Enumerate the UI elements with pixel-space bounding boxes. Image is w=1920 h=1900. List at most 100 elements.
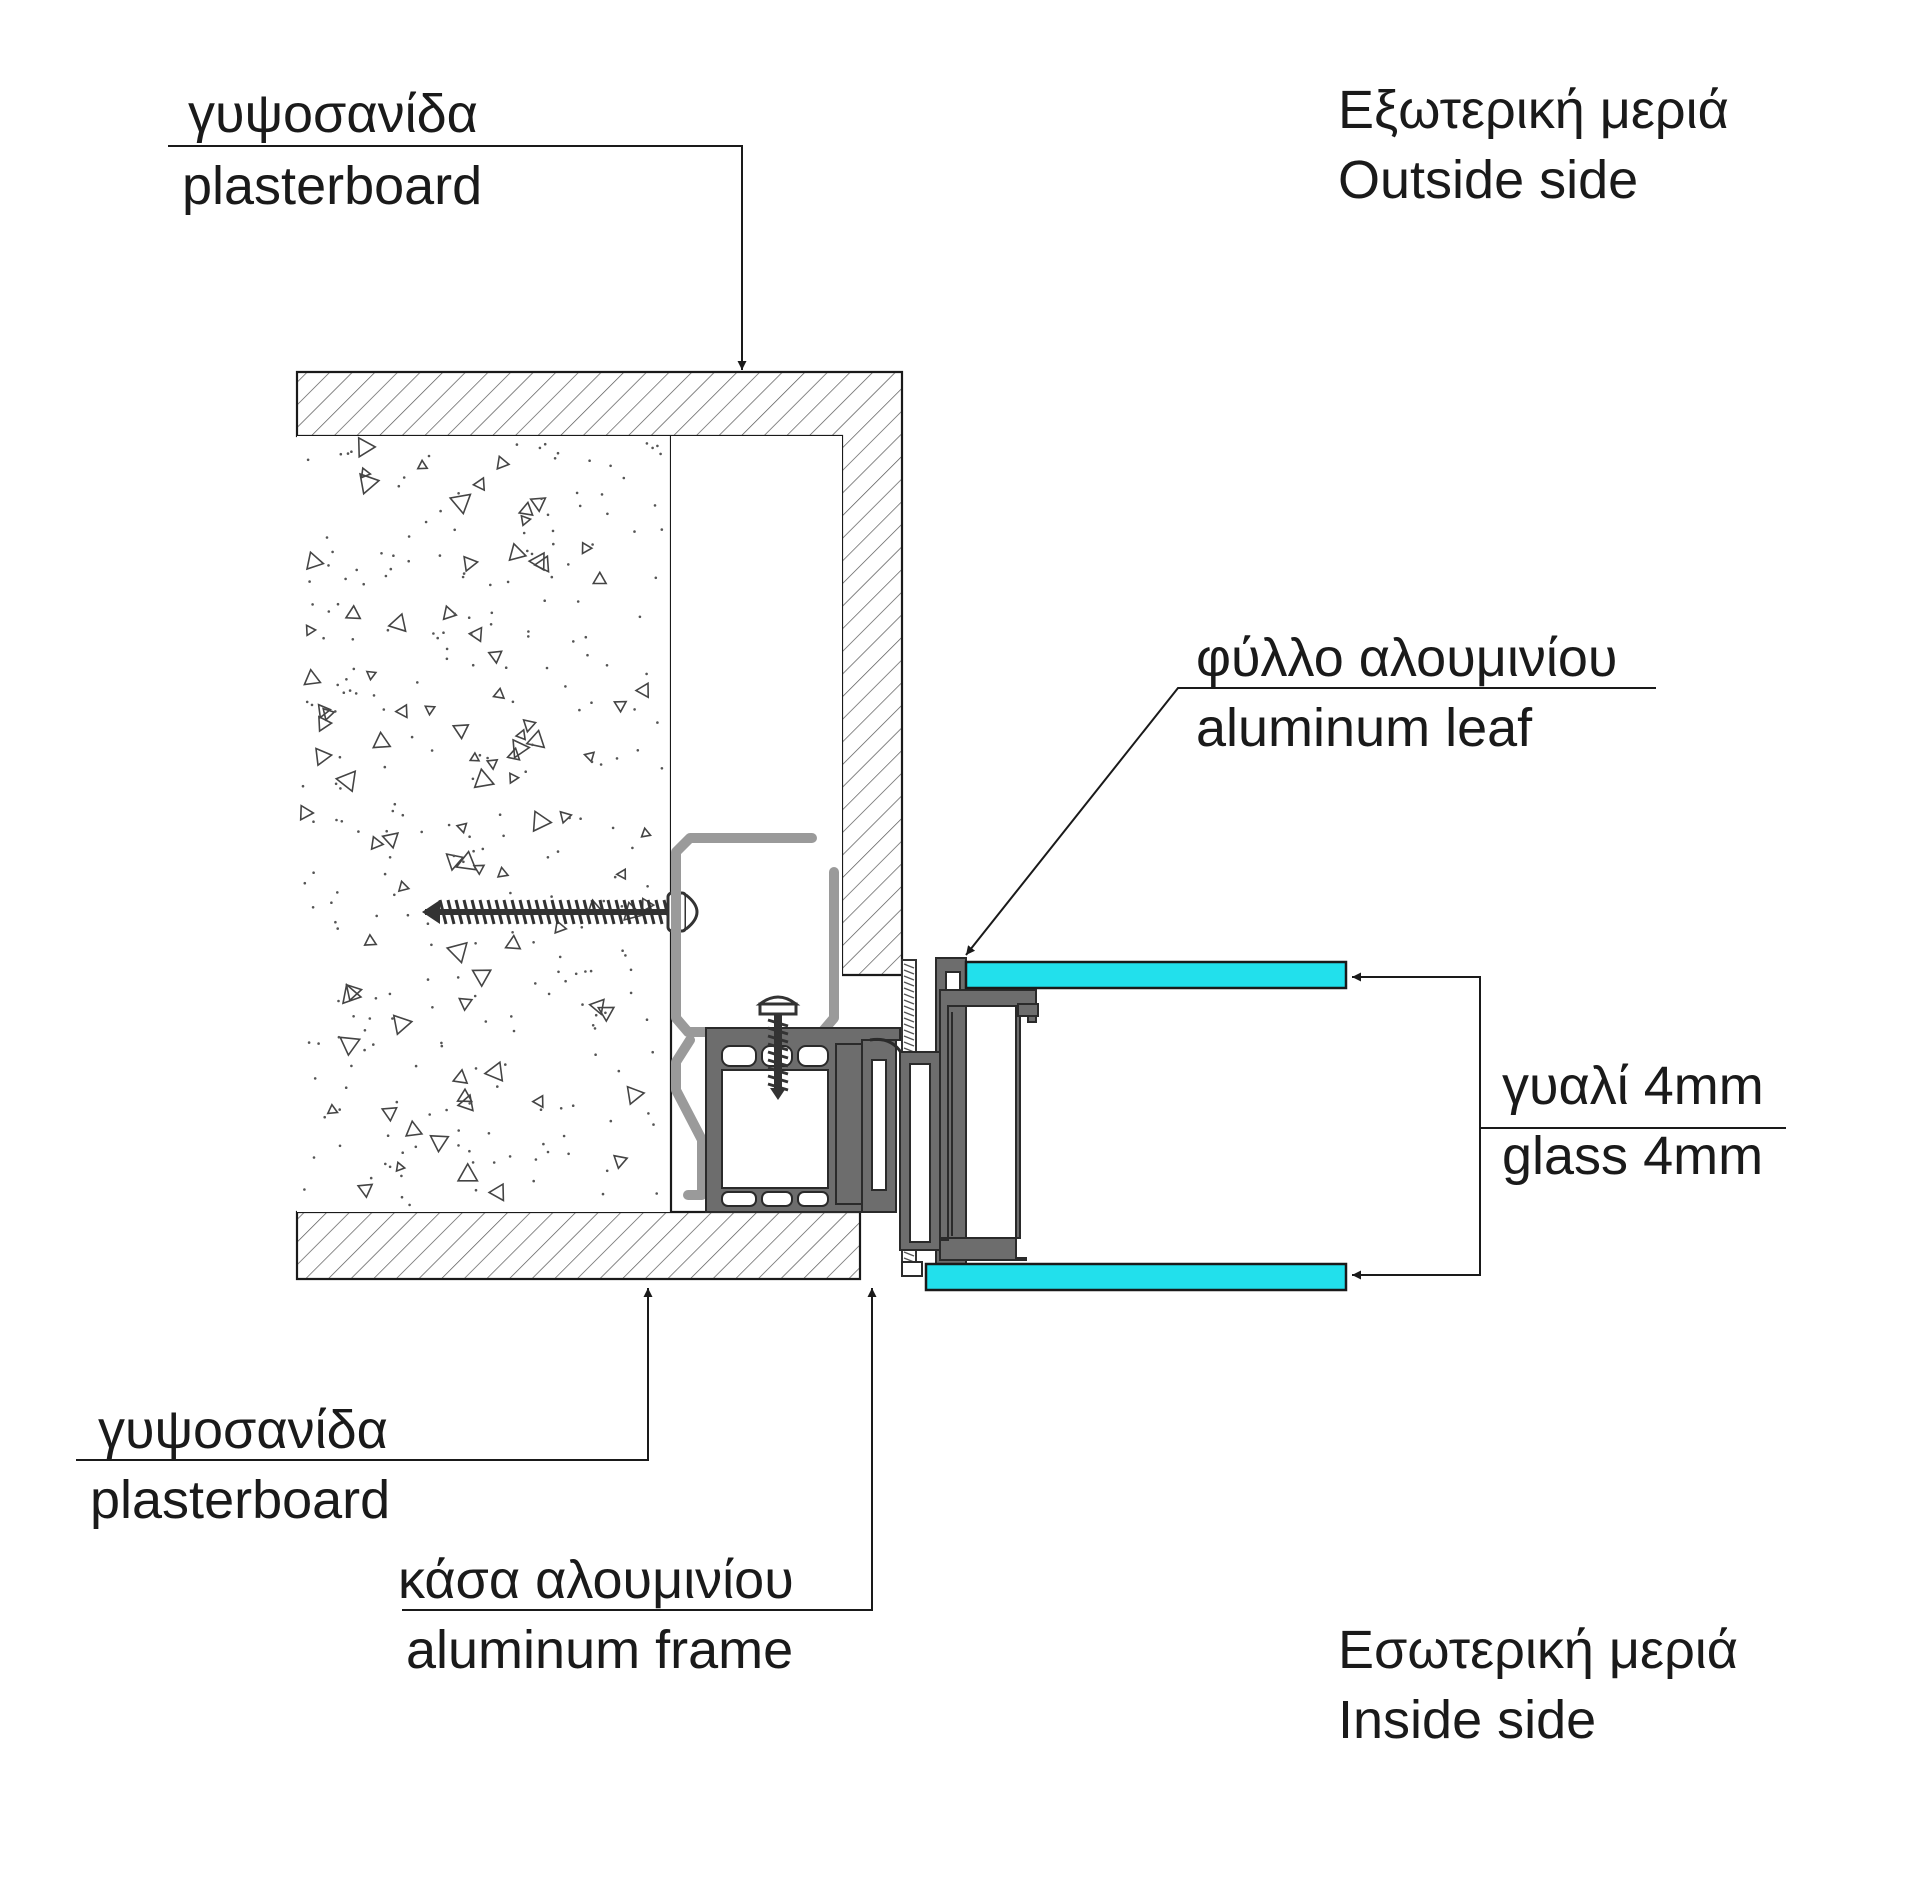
aggregate-dot	[457, 1129, 461, 1132]
screw-thread-line	[486, 899, 496, 925]
aggregate-dot	[504, 666, 508, 669]
aggregate-dot	[567, 563, 570, 566]
aggregate-dot	[633, 708, 636, 711]
aggregate-dot	[534, 1158, 538, 1161]
mounting-clip-lower	[671, 1035, 707, 1200]
aggregate-dot	[645, 442, 649, 445]
aggregate-dot	[431, 1006, 434, 1009]
aggregate-dot	[524, 770, 527, 773]
aggregate-dot	[508, 1155, 512, 1158]
aggregate-dot	[307, 1041, 311, 1044]
aggregate-dot	[611, 826, 615, 830]
aggregate-dot	[567, 1152, 570, 1156]
aggregate-dot	[334, 782, 338, 786]
aggregate-dot	[352, 1015, 355, 1018]
leader-plasterboard-bottom	[76, 1288, 653, 1461]
aggregate-dot	[511, 931, 514, 934]
aggregate-dot	[510, 1015, 513, 1018]
aggregate-dot	[335, 818, 338, 822]
aggregate-dot	[350, 1064, 353, 1068]
aggregate-dot	[325, 536, 329, 539]
aggregate-dot	[660, 767, 664, 770]
frame-screw-thread-line	[767, 1042, 789, 1052]
screw-thread-line	[542, 899, 552, 925]
aggregate-mark	[581, 541, 594, 555]
trim-serration-line	[903, 969, 915, 975]
screw-thread-line	[598, 899, 608, 925]
aggregate-dot	[385, 829, 389, 833]
aggregate-dot	[584, 970, 587, 973]
aggregate-dot	[440, 1044, 444, 1048]
aggregate-dot	[538, 446, 542, 450]
aluminum-leaf-label-gr: φύλλο αλουμινίου	[1196, 628, 1617, 688]
screw-thread-line	[518, 899, 528, 925]
aggregate-dot	[436, 636, 440, 640]
aggregate-dot	[506, 580, 510, 584]
aggregate-dot	[456, 976, 460, 979]
aggregate-mark	[359, 472, 381, 496]
aggregate-dot	[313, 1077, 317, 1080]
aggregate-dot	[424, 520, 428, 524]
aggregate-dot	[556, 850, 560, 853]
aggregate-dot	[383, 872, 387, 876]
aggregate-dot	[656, 444, 659, 448]
aggregate-dot	[374, 997, 378, 1000]
aggregate-dot	[557, 970, 560, 974]
aggregate-dot	[346, 452, 350, 455]
aggregate-dot	[527, 630, 530, 633]
aggregate-dot	[420, 830, 424, 834]
aggregate-mark	[487, 1182, 505, 1202]
aggregate-dot	[310, 703, 314, 707]
aggregate-dot	[562, 1134, 566, 1138]
aggregate-dot	[478, 753, 482, 757]
trim-serration-line	[903, 1017, 915, 1023]
aggregate-dot	[391, 1017, 394, 1020]
aggregate-dot	[388, 856, 392, 859]
aggregate-dot	[453, 528, 457, 532]
aggregate-dot	[534, 982, 537, 985]
aggregate-dot	[489, 623, 493, 626]
aggregate-dot	[511, 700, 515, 704]
aggregate-mark	[404, 1119, 424, 1137]
aggregate-mark	[514, 728, 527, 741]
aggregate-dot	[591, 543, 594, 546]
trim-serration-line	[903, 987, 915, 993]
aggregate-dot	[615, 757, 619, 760]
aggregate-mark	[512, 738, 531, 760]
aggregate-dot	[605, 664, 609, 667]
aggregate-dot	[532, 941, 535, 944]
aggregate-dot	[552, 542, 555, 546]
screw-thread-line	[502, 899, 512, 925]
aggregate-dot	[588, 459, 591, 463]
aggregate-dot	[599, 763, 603, 766]
aggregate-dot	[543, 442, 547, 446]
aggregate-dot	[620, 905, 624, 908]
aggregate-dot	[351, 638, 355, 641]
aggregate-dot	[481, 847, 485, 851]
trim-serration-line	[903, 1023, 915, 1029]
aggregate-dot	[468, 1149, 471, 1153]
aggregate-mark	[554, 919, 568, 935]
aggregate-dot	[363, 1029, 367, 1032]
aggregate-dot	[600, 493, 604, 496]
aggregate-dot	[348, 689, 352, 692]
frame-screw	[755, 995, 801, 1100]
aggregate-dot	[438, 554, 442, 557]
aggregate-dot	[550, 895, 553, 898]
aggregate-dot	[581, 1003, 584, 1006]
aggregate-mark	[525, 728, 546, 749]
aggregate-dot	[636, 749, 640, 752]
aggregate-mark	[429, 1134, 450, 1154]
aggregate-dot	[496, 1085, 499, 1088]
aggregate-mark	[531, 1094, 544, 1109]
aggregate-mark	[626, 1085, 646, 1106]
aggregate-dot	[384, 574, 388, 578]
screw-thread-line	[534, 899, 544, 925]
aggregate-dot	[352, 667, 356, 671]
aggregate-mark	[357, 436, 377, 459]
aggregate-dot	[445, 657, 449, 661]
aggregate-mark	[345, 983, 364, 1002]
aggregate-dot	[340, 820, 344, 823]
aggregate-mark	[596, 1006, 616, 1023]
